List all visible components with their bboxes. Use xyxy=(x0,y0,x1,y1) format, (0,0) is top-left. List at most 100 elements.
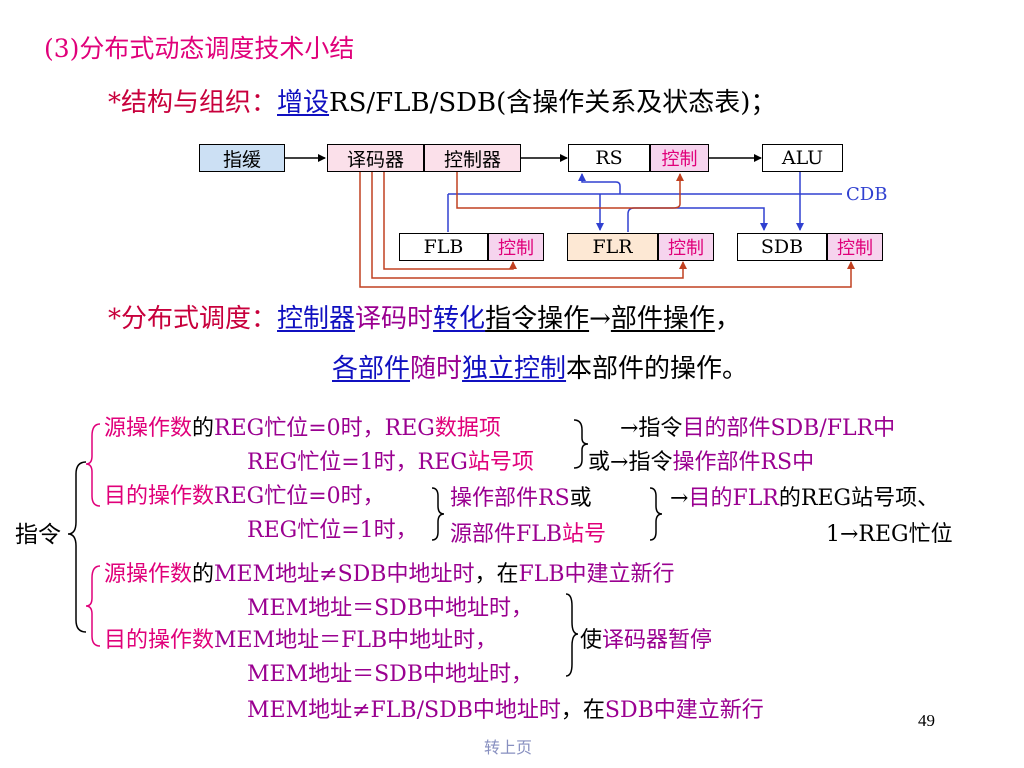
instr-line-1-right: →指令目的部件SDB/FLR中 xyxy=(620,418,895,440)
instr-label: 指令 xyxy=(15,522,61,548)
section-title: (3)分布式动态调度技术小结 xyxy=(44,34,355,63)
src-operand-2: 源操作数 xyxy=(104,562,193,587)
src-unit-flb: 源部件FLB xyxy=(450,522,563,547)
mem-neq-flb-sdb: MEM地址≠FLB/SDB中地址时 xyxy=(247,698,561,723)
to-instr-1: →指令 xyxy=(620,416,683,441)
brace-reg xyxy=(85,423,101,507)
station-item: 站号项 xyxy=(467,450,534,475)
brace-instr xyxy=(67,461,87,633)
reg-busy-1-src: REG忙位=1时，REG xyxy=(247,450,468,475)
reg-station-item: 的REG站号项、 xyxy=(778,486,940,511)
scheduling-label: 分布式调度： xyxy=(121,304,278,334)
decoder-box: 译码器 xyxy=(327,144,424,172)
sdb-new-row: SDB中建立新行 xyxy=(604,698,764,723)
of-1: 的 xyxy=(192,416,215,441)
back-link[interactable]: 转上页 xyxy=(484,738,533,757)
structure-bullet: * xyxy=(108,88,121,118)
reg-busy-1-dest: REG忙位=1时， xyxy=(247,518,418,543)
make: 使 xyxy=(580,628,603,653)
ctrl-line-4 xyxy=(456,172,684,209)
at-2: ，在 xyxy=(560,698,605,723)
structure-rest: RS/FLB/SDB(含操作关系及状态表)； xyxy=(329,88,777,118)
scheduling-bullet: * xyxy=(108,304,121,334)
instruction-buffer-box: 指缓 xyxy=(199,144,285,172)
or-2: 或 xyxy=(569,486,592,511)
sched-decode-time: 译码时 xyxy=(355,304,434,334)
instr-line-1: 源操作数的REG忙位=0时，REG数据项 xyxy=(104,418,501,440)
mem-line-3: 目的操作数MEM地址＝FLB中地址时， xyxy=(104,630,497,652)
sched-convert: 转化 xyxy=(433,304,486,334)
instr-line-2-right: 或→指令操作部件RS中 xyxy=(588,452,814,474)
cdb-label: CDB xyxy=(846,184,888,205)
controller-box: 控制器 xyxy=(424,144,521,172)
sched-comma: ， xyxy=(714,304,741,334)
ctrl-line-3 xyxy=(383,172,517,270)
flb-new-row: FLB中建立新行 xyxy=(518,562,675,587)
dest-unit-sdb-flr: 目的部件SDB/FLR中 xyxy=(682,416,896,441)
scheduling-line-2: 各部件随时独立控制本部件的操作。 xyxy=(332,356,748,382)
at-1: ，在 xyxy=(474,562,519,587)
or-1: 或 xyxy=(588,450,611,475)
dest-operand-2: 目的操作数 xyxy=(104,628,215,653)
sched-rest: 本部件的操作。 xyxy=(566,354,749,384)
of-2: 的 xyxy=(192,562,215,587)
instr-line-4: REG忙位=1时， xyxy=(247,520,418,542)
mem-line-4: MEM地址＝SDB中地址时， xyxy=(247,662,533,687)
brace-unit xyxy=(649,487,663,541)
mem-line-3-right: 使译码器暂停 xyxy=(580,630,712,652)
sched-controller: 控制器 xyxy=(277,304,356,334)
flb-control-box: 控制 xyxy=(488,233,544,261)
flb-box: FLB xyxy=(399,233,488,261)
sched-independent: 独立控制 xyxy=(462,354,567,384)
cdb-to-rs xyxy=(578,173,621,194)
sched-instr-op: 指令操作 xyxy=(485,304,590,334)
flr-box: FLR xyxy=(567,233,658,261)
op-unit-rs-2: 操作部件RS xyxy=(450,486,570,511)
sdb-control-box: 控制 xyxy=(827,233,883,261)
mem-neq-sdb: MEM地址≠SDB中地址时 xyxy=(214,562,475,587)
mem-line-2: MEM地址＝SDB中地址时， xyxy=(247,596,533,621)
station-no: 站号 xyxy=(562,522,607,547)
alu-box: ALU xyxy=(762,144,843,172)
op-unit-rs: 操作部件RS中 xyxy=(672,450,815,475)
instr-line-3-right: →目的FLR的REG站号项、 xyxy=(670,488,939,510)
rs-control-box: 控制 xyxy=(650,144,709,172)
mem-line-5: MEM地址≠FLB/SDB中地址时，在SDB中建立新行 xyxy=(247,700,764,722)
instr-line-4-right: 1→REG忙位 xyxy=(826,522,953,547)
structure-line: *结构与组织：增设RS/FLB/SDB(含操作关系及状态表)； xyxy=(108,90,776,116)
decoder-stall: 译码器暂停 xyxy=(602,628,713,653)
brace-or-1 xyxy=(573,419,589,469)
structure-label: 结构与组织： xyxy=(121,88,278,118)
instr-line-2: REG忙位=1时，REG站号项 xyxy=(247,452,534,474)
sched-each-unit: 各部件 xyxy=(332,354,411,384)
sdb-box: SDB xyxy=(737,233,827,261)
brace-reg-busy xyxy=(431,487,445,541)
instr-line-3-mid: 操作部件RS或 xyxy=(450,488,592,510)
brace-stall xyxy=(565,593,579,677)
data-item: 数据项 xyxy=(434,416,501,441)
rs-box: RS xyxy=(568,144,650,172)
mem-eq-flb: MEM地址＝FLB中地址时， xyxy=(214,628,498,653)
ctrl-line-2 xyxy=(371,172,687,279)
reg-busy-0-dest: REG忙位=0时， xyxy=(214,484,385,509)
to-instr-2: →指令 xyxy=(610,450,673,475)
brace-mem xyxy=(85,565,101,647)
reg-busy-0-src: REG忙位=0时，REG xyxy=(214,416,435,441)
sched-unit-op: 部件操作 xyxy=(610,304,715,334)
ctrl-line-1 xyxy=(359,172,855,288)
scheduling-line-1: *分布式调度：控制器译码时转化指令操作→部件操作， xyxy=(108,306,741,332)
instr-line-3: 目的操作数REG忙位=0时， xyxy=(104,486,385,508)
page-number: 49 xyxy=(918,711,935,730)
structure-added: 增设 xyxy=(277,88,330,118)
instr-line-4-mid: 源部件FLB站号 xyxy=(450,524,606,546)
src-operand-1: 源操作数 xyxy=(104,416,193,441)
flr-control-box: 控制 xyxy=(658,233,714,261)
dest-flr: 目的FLR xyxy=(688,486,779,511)
sched-anytime: 随时 xyxy=(410,354,463,384)
sched-arrow: → xyxy=(589,304,611,334)
mem-line-1: 源操作数的MEM地址≠SDB中地址时，在FLB中建立新行 xyxy=(104,564,675,586)
dest-operand-1: 目的操作数 xyxy=(104,484,215,509)
arrow-3: → xyxy=(670,486,689,511)
